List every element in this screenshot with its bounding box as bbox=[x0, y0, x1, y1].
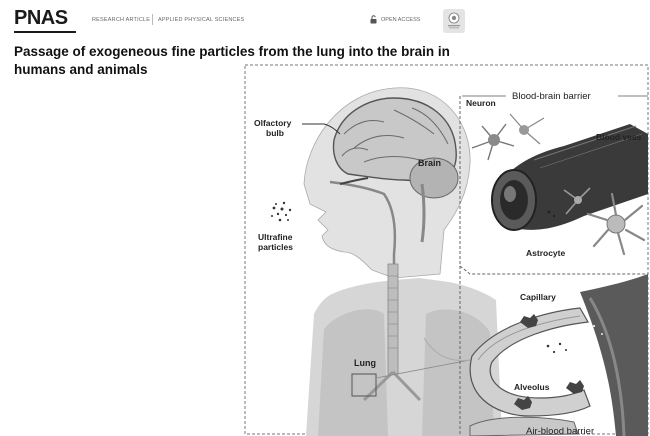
macrophage-cell bbox=[566, 380, 584, 394]
label-ultrafine-2: particles bbox=[258, 242, 293, 252]
label-olfactory-2: bulb bbox=[266, 128, 284, 138]
label-lung: Lung bbox=[354, 358, 376, 368]
neuron-cell bbox=[472, 114, 544, 160]
label-air-blood-barrier: Air-blood barrier bbox=[526, 426, 594, 436]
label-ultrafine-1: Ultrafine bbox=[258, 232, 293, 242]
journal-badge-icon[interactable] bbox=[443, 9, 465, 33]
logo-underline bbox=[14, 31, 76, 33]
article-section[interactable]: APPLIED PHYSICAL SCIENCES bbox=[158, 17, 244, 23]
label-neuron: Neuron bbox=[466, 98, 496, 108]
article-header: PNAS RESEARCH ARTICLE APPLIED PHYSICAL S… bbox=[0, 0, 650, 40]
label-brain: Brain bbox=[418, 158, 441, 168]
label-astrocyte: Astrocyte bbox=[526, 248, 565, 258]
blood-brain-barrier-inset bbox=[462, 96, 648, 254]
open-access-badge[interactable]: OPEN ACCESS bbox=[370, 15, 420, 24]
open-access-label: OPEN ACCESS bbox=[381, 17, 420, 23]
journal-logo[interactable]: PNAS bbox=[14, 7, 68, 30]
open-lock-icon bbox=[370, 15, 378, 24]
article-type: RESEARCH ARTICLE bbox=[92, 17, 150, 23]
label-blood-brain-barrier: Blood-brain barrier bbox=[512, 91, 591, 102]
label-capillary: Capillary bbox=[520, 292, 556, 302]
label-blood-vessel: Blood vess bbox=[596, 132, 642, 142]
label-olfactory-1: Olfactory bbox=[254, 118, 292, 128]
left-lung bbox=[318, 309, 388, 436]
meta-divider bbox=[152, 14, 153, 25]
graphical-abstract-figure: Olfactory bulb Brain Ultrafine particles… bbox=[244, 64, 650, 436]
inset-divider-horizontal bbox=[460, 266, 648, 274]
label-alveolus: Alveolus bbox=[514, 382, 550, 392]
figure-illustration: Olfactory bulb Brain Ultrafine particles… bbox=[244, 64, 650, 436]
ultrafine-particles-cloud bbox=[271, 202, 291, 222]
